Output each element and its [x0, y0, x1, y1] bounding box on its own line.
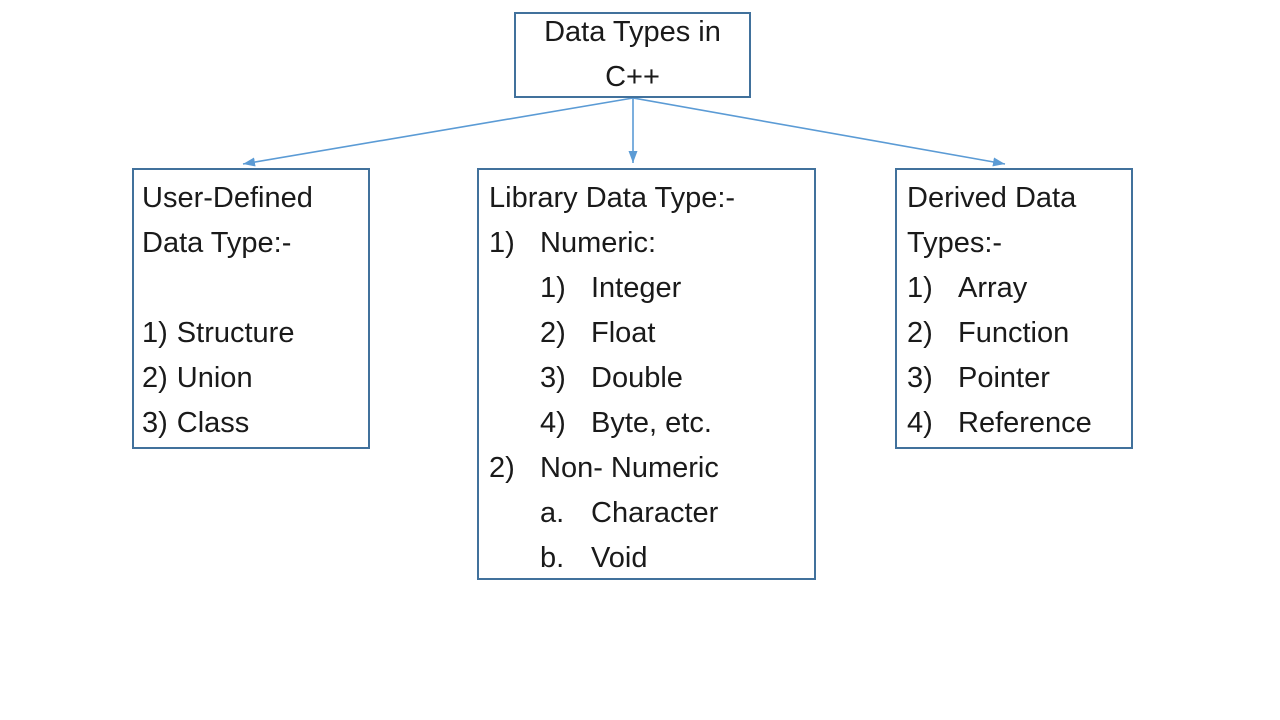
- list-item: 1) Array: [907, 266, 1121, 311]
- list-item-label: Double: [591, 362, 683, 394]
- list-item-label: Union: [176, 362, 253, 394]
- list-item: 4) Reference: [907, 401, 1121, 446]
- list-item-number: 2): [540, 317, 566, 349]
- list-item-number: 1): [489, 227, 515, 259]
- list-item-label: Numeric:: [540, 227, 657, 259]
- list-item: 2) Non- Numeric: [489, 446, 804, 491]
- box-title-line: Types:-: [907, 227, 1003, 259]
- list-item: 1) Numeric:: [489, 221, 804, 266]
- list-item-number: 1): [540, 272, 566, 304]
- box-title-line: Data Type:-: [142, 227, 292, 259]
- list-item-number: a.: [540, 497, 565, 529]
- connector-to-derived: [632, 97, 1006, 167]
- list-item-label: Void: [591, 542, 648, 574]
- list-item: 2) Function: [907, 311, 1121, 356]
- list-item-label: Array: [958, 272, 1028, 304]
- list-item: 2) Union: [142, 356, 360, 401]
- list-item: 3) Double: [489, 356, 804, 401]
- list-item-number: 3): [907, 362, 933, 394]
- list-item-label: Function: [958, 317, 1070, 349]
- list-item: 2) Float: [489, 311, 804, 356]
- list-item: 3) Class: [142, 401, 360, 446]
- list-item: 1) Integer: [489, 266, 804, 311]
- list-item-number: b.: [540, 542, 565, 574]
- list-item-number: 4): [907, 407, 933, 439]
- root-box-label: Data Types in C++: [544, 16, 721, 93]
- list-item: 1) Structure: [142, 311, 360, 356]
- list-item: b. Void: [489, 536, 804, 581]
- list-item-label: Byte, etc.: [591, 407, 712, 439]
- list-item-number: 2): [489, 452, 515, 484]
- root-box-data-types: Data Types in C++: [514, 12, 751, 98]
- box-title-line: Library Data Type:-: [489, 182, 736, 214]
- list-item-label: Structure: [176, 317, 295, 349]
- list-item-number: 3): [540, 362, 566, 394]
- list-item-label: Integer: [591, 272, 682, 304]
- list-item: a. Character: [489, 491, 804, 536]
- blank-line: [142, 266, 360, 311]
- list-item-label: Character: [591, 497, 719, 529]
- list-item-number: 1): [907, 272, 933, 304]
- list-item: 4) Byte, etc.: [489, 401, 804, 446]
- box-title-line: Derived Data: [907, 182, 1077, 214]
- list-item-number: 2): [907, 317, 933, 349]
- box-library: Library Data Type:- 1) Numeric: 1) Integ…: [477, 168, 816, 580]
- list-item-number: 3): [142, 407, 168, 439]
- list-item-label: Pointer: [958, 362, 1050, 394]
- list-item-label: Non- Numeric: [540, 452, 719, 484]
- list-item: 3) Pointer: [907, 356, 1121, 401]
- list-item-number: 1): [142, 317, 168, 349]
- connector-to-user-defined: [242, 97, 634, 167]
- box-title-line: User-Defined: [142, 182, 313, 214]
- list-item-label: Class: [176, 407, 250, 439]
- list-item-number: 4): [540, 407, 566, 439]
- list-item-label: Float: [591, 317, 656, 349]
- box-derived: Derived Data Types:- 1) Array 2) Functio…: [895, 168, 1133, 449]
- list-item-label: Reference: [958, 407, 1092, 439]
- list-item-number: 2): [142, 362, 168, 394]
- box-user-defined: User-Defined Data Type:- 1) Structure 2)…: [132, 168, 370, 449]
